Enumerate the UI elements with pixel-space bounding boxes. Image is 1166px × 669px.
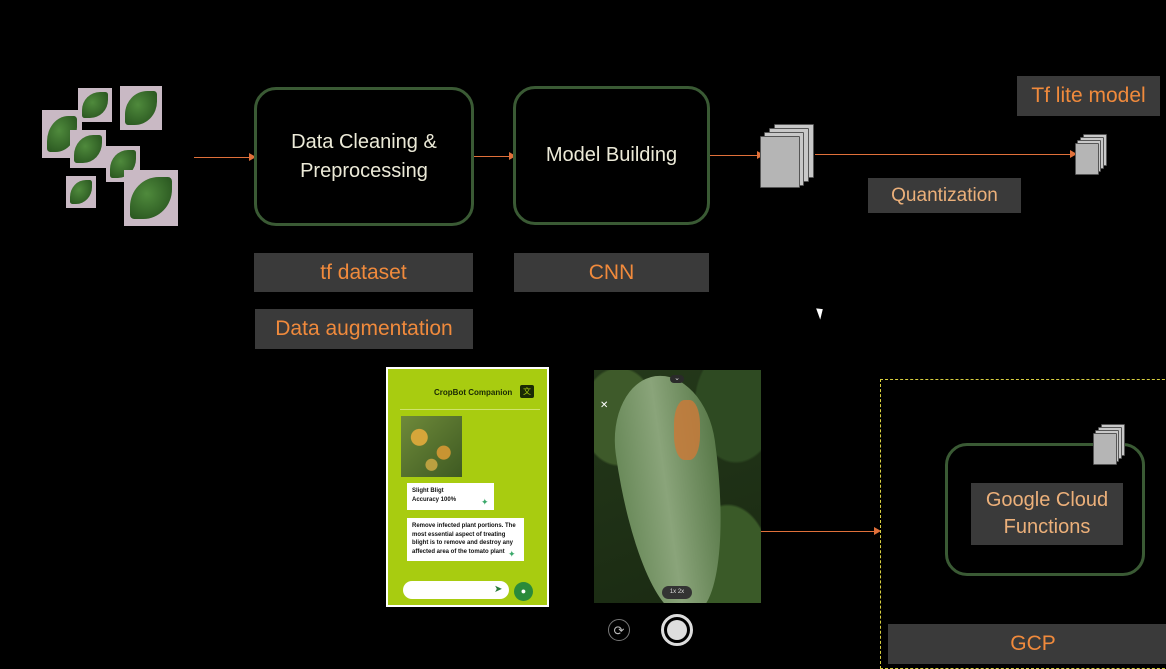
cropbot-app-screenshot: CropBot Companion 文 Slight Bligt Accurac… [386,367,549,607]
leaf-subject [605,370,739,603]
arrow-model-to-model-file [710,151,764,159]
uploaded-leaf-photo [401,416,462,477]
leaf-image [120,86,162,130]
gcp-label: GCP [888,624,1166,664]
tf-dataset-tag: tf dataset [254,253,473,292]
tflite-file-icon [1075,134,1107,175]
model-file-icon [760,124,816,188]
data-cleaning-label-line2: Preprocessing [300,159,428,182]
translate-icon[interactable]: 文 [520,385,534,398]
send-icon[interactable]: ➤ [494,584,503,595]
result-line1: Slight Bligt [412,488,444,494]
arrow-model-file-to-tflite [815,150,1077,158]
tflite-model-tag: Tf lite model [1017,76,1160,116]
deployed-model-file-icon [1093,424,1125,465]
cloud-functions-box [945,443,1145,576]
sparkle-icon: ✦ [508,549,516,559]
data-cleaning-label-line1: Data Cleaning & [291,130,437,153]
zoom-toggle[interactable]: 1x 2x [662,586,692,599]
result-line2: Accuracy 100% [412,496,457,503]
close-icon[interactable]: ✕ [600,400,609,411]
leaf-image [70,130,106,168]
leaf-dataset-collage [42,84,182,229]
blight-spot [674,400,700,460]
app-title: CropBot Companion [434,388,513,397]
arrow-cleaning-to-model [474,152,516,160]
arrow-camera-to-gcp [761,527,881,535]
message-input[interactable] [403,581,509,599]
mic-icon[interactable]: ● [514,582,533,601]
gcf-label-line2: Functions [1003,516,1091,538]
mouse-cursor-icon [816,306,826,320]
arrow-dataset-to-cleaning [194,153,256,161]
quantization-tag: Quantization [868,178,1021,213]
google-cloud-functions-label: Google Cloud Functions [971,483,1123,545]
camera-leaf-photo: ✕ ⌄ 1x 2x [594,370,761,603]
rotate-camera-icon[interactable]: ⟳ [608,619,630,641]
leaf-image [78,88,112,122]
advice-bubble: Remove infected plant portions. The most… [407,518,524,561]
data-augmentation-tag: Data augmentation [255,309,473,349]
gcf-label-line1: Google Cloud [985,489,1109,511]
app-divider [400,409,540,410]
chevron-down-icon[interactable]: ⌄ [670,375,684,383]
data-cleaning-stage: Data Cleaning & Preprocessing [254,87,474,226]
leaf-image [124,170,178,226]
model-building-label: Model Building [545,144,678,166]
sparkle-icon: ✦ [481,497,489,507]
shutter-button[interactable] [661,614,693,646]
model-building-stage: Model Building [513,86,710,225]
leaf-image [66,176,96,208]
result-bubble: Slight Bligt Accuracy 100% [407,483,494,510]
cnn-tag: CNN [514,253,709,292]
